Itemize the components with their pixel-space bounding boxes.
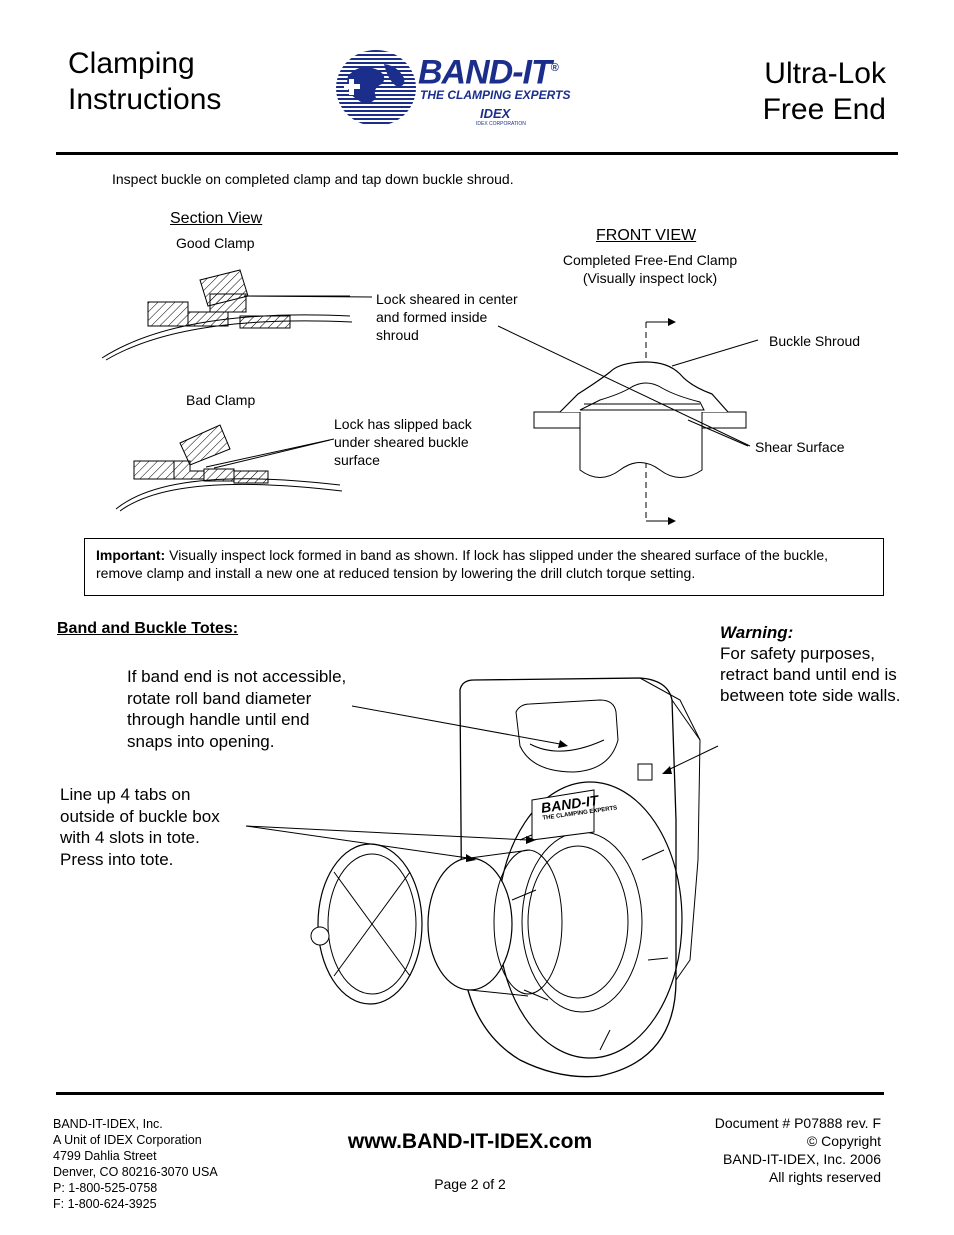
address-line-5: P: 1-800-525-0758 — [53, 1181, 158, 1195]
logo-brand: BAND-IT — [418, 53, 552, 92]
footer-document-info: Document # P07888 rev. F © Copyright BAN… — [715, 1114, 881, 1186]
footer-page-number: Page 2 of 2 — [434, 1176, 506, 1192]
tabs-line-3: with 4 slots in tote. — [60, 828, 200, 847]
doc-line-3: BAND-IT-IDEX, Inc. 2006 — [723, 1151, 881, 1167]
address-line-1: BAND-IT-IDEX, Inc. — [53, 1117, 163, 1131]
title-right-line-1: Ultra-Lok — [764, 57, 886, 90]
buckle-shroud-label: Buckle Shroud — [769, 333, 861, 349]
doc-line-4: All rights reserved — [768, 1169, 881, 1185]
band-line-1: If band end is not accessible, — [127, 667, 347, 686]
tabs-line-4: Press into tote. — [60, 849, 174, 869]
title-right-line-2: Free End — [762, 93, 886, 126]
front-view-title: FRONT VIEW — [596, 227, 697, 244]
important-label: Important: — [96, 547, 166, 563]
good-callout-line-1: Lock sheared in center — [376, 291, 518, 307]
shear-surface-label: Shear Surface — [755, 439, 845, 455]
section-view-title: Section View — [170, 210, 263, 227]
globe-icon — [336, 50, 416, 126]
address-line-2: A Unit of IDEX Corporation — [53, 1133, 202, 1147]
tabs-instruction: Line up 4 tabs on outside of buckle box … — [60, 784, 220, 870]
bad-callout-line-3: surface — [334, 452, 380, 468]
doc-line-1: Document # P07888 rev. F — [714, 1115, 881, 1131]
warning-block: Warning: For safety purposes, retract ba… — [720, 622, 901, 706]
band-it-logo: BAND-IT® THE CLAMPING EXPERTS IDEX IDEX … — [334, 46, 604, 132]
logo-tagline: THE CLAMPING EXPERTS — [420, 88, 571, 102]
warning-line-1: For safety purposes, — [720, 644, 875, 663]
title-left-line-2: Instructions — [68, 83, 222, 116]
band-line-2: rotate roll band diameter — [127, 688, 312, 708]
footer-address: BAND-IT-IDEX, Inc. A Unit of IDEX Corpor… — [53, 1116, 218, 1212]
doc-line-2: © Copyright — [806, 1133, 881, 1149]
bad-clamp-callout: Lock has slipped back under sheared buck… — [334, 415, 472, 469]
warning-line-3: between tote side walls. — [720, 686, 901, 705]
totes-heading: Band and Buckle Totes: — [57, 620, 239, 637]
footer-rule — [56, 1092, 884, 1095]
good-clamp-diagram — [101, 269, 353, 361]
good-clamp-callout: Lock sheared in center and formed inside… — [376, 290, 518, 344]
header-rule — [56, 152, 898, 155]
front-view-subtitle-line-2: (Visually inspect lock) — [582, 270, 718, 286]
warning-line-2: retract band until end is — [720, 665, 897, 684]
bad-callout-line-2: under sheared buckle — [334, 434, 469, 450]
page-title-right: Ultra-Lok Free End — [763, 56, 886, 128]
tabs-line-1: Line up 4 tabs on — [60, 785, 191, 804]
footer-website[interactable]: www.BAND-IT-IDEX.com — [347, 1130, 593, 1153]
bad-clamp-diagram — [115, 424, 343, 512]
bad-clamp-label: Bad Clamp — [186, 392, 256, 408]
title-left-line-1: Clamping — [68, 47, 195, 80]
band-line-3: through handle until end — [127, 710, 310, 729]
important-notice: Important: Visually inspect lock formed … — [84, 538, 884, 596]
address-line-3: 4799 Dahlia Street — [53, 1149, 157, 1163]
good-clamp-label: Good Clamp — [176, 235, 255, 251]
bad-callout-line-1: Lock has slipped back — [334, 416, 472, 432]
good-callout-line-2: and formed inside — [376, 309, 488, 325]
important-text: Visually inspect lock formed in band as … — [96, 547, 829, 581]
front-view-subtitle-line-1: Completed Free-End Clamp — [562, 252, 738, 268]
warning-title: Warning: — [720, 623, 794, 642]
address-line-4: Denver, CO 80216-3070 USA — [53, 1165, 218, 1179]
good-callout-line-3: shroud — [376, 327, 419, 343]
front-view-subtitle: Completed Free-End Clamp (Visually inspe… — [540, 251, 760, 287]
tabs-line-2: outside of buckle box — [60, 806, 220, 826]
band-end-instruction: If band end is not accessible, rotate ro… — [127, 666, 346, 752]
page-title-left: Clamping Instructions — [68, 46, 221, 118]
intro-text: Inspect buckle on completed clamp and ta… — [112, 171, 514, 187]
logo-registered: ® — [550, 62, 559, 74]
logo-corp-text: IDEX CORPORATION — [476, 121, 526, 127]
address-line-6: F: 1-800-624-3925 — [53, 1197, 157, 1211]
band-line-4: snaps into opening. — [127, 731, 275, 751]
logo-corp-mark: IDEX — [480, 106, 511, 121]
